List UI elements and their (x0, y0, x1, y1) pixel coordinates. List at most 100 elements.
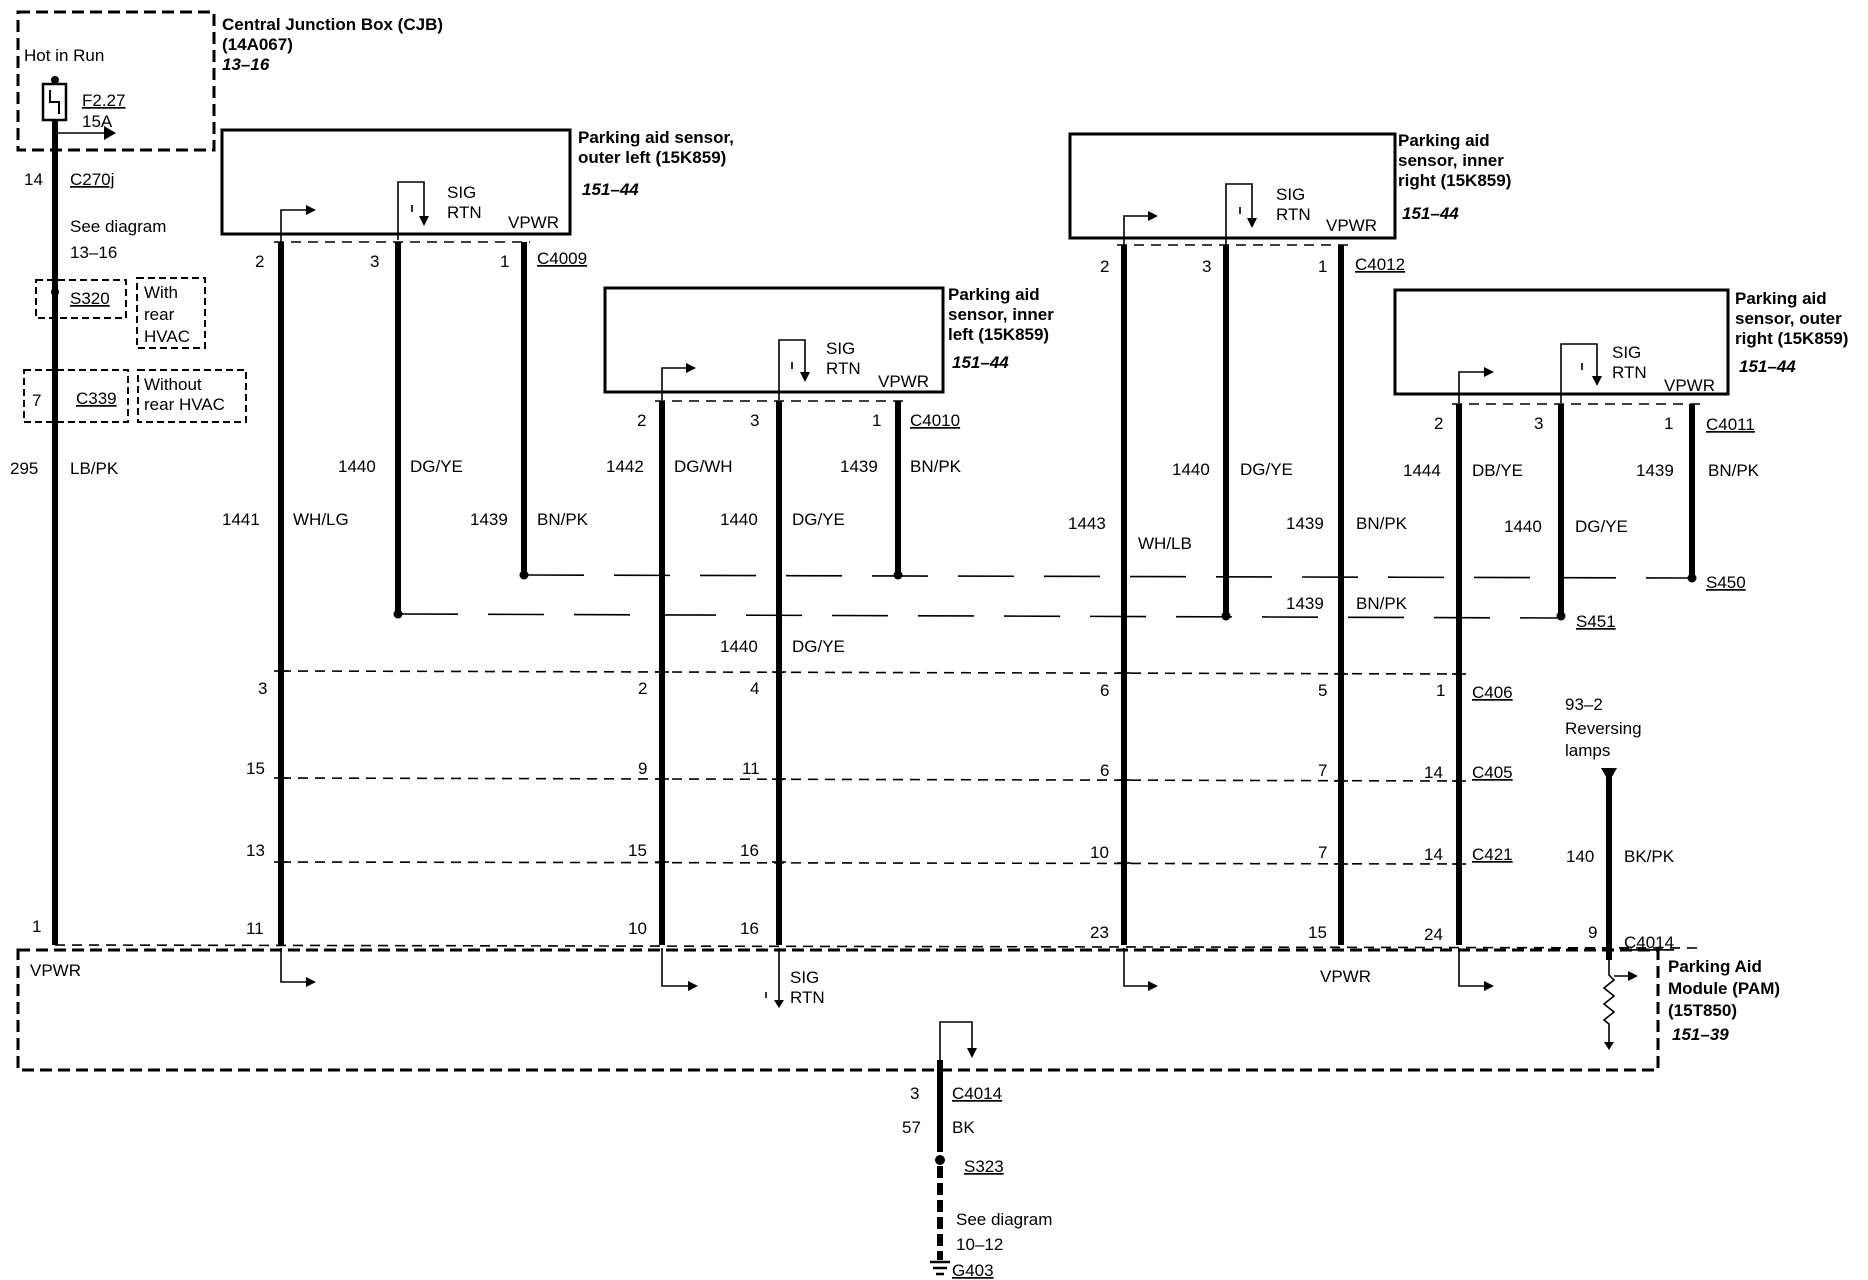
ground-feed-icon (939, 1021, 977, 1092)
c406-pin-d: 6 (1100, 681, 1109, 700)
c270j-pin: 14 (24, 170, 43, 189)
c270j-label: C270j (70, 170, 114, 189)
sensor-outer-left-rtn: RTN (447, 203, 482, 222)
s320-label: S320 (70, 289, 110, 308)
w-1439b-circuit: 1439 (840, 457, 878, 476)
c421-pin-b: 15 (628, 841, 647, 860)
sensor-outer-right-name-2: sensor, outer (1735, 309, 1842, 328)
sensor-inner-left: Parking aid sensor, inner left (15K859) … (603, 285, 1054, 945)
pam-name-1: Parking Aid (1668, 957, 1762, 976)
sensor-inner-left-name-3: left (15K859) (948, 325, 1049, 344)
pam-name-2: Module (PAM) (1668, 979, 1780, 998)
g403-label: G403 (952, 1261, 994, 1280)
cjb-part: (14A067) (222, 35, 293, 54)
c406-pin-b: 2 (638, 679, 647, 698)
cjb-title: Central Junction Box (CJB) (222, 15, 443, 34)
sensor-inner-right: Parking aid sensor, inner right (15K859)… (1068, 131, 1511, 945)
inline-connectors: 3 2 4 6 5 1 C406 15 9 11 6 7 14 C405 13 … (54, 670, 1701, 952)
sensor-outer-right-pin2: 2 (1434, 414, 1443, 433)
ground-see-diagram: See diagram (956, 1210, 1052, 1229)
w-1443-circuit: 1443 (1068, 514, 1106, 533)
c405-pin-c: 11 (742, 759, 760, 778)
c4014-pin-f: 15 (1308, 923, 1327, 942)
c421-label: C421 (1472, 845, 1513, 864)
connector-ticks (274, 670, 1466, 865)
w-1444-circuit: 1444 (1403, 461, 1441, 480)
c406-pin-a: 3 (258, 679, 267, 698)
sensor-outer-left-pin1: 1 (500, 252, 509, 271)
reversing-line-1: Reversing (1565, 719, 1642, 738)
see-diagram-text: See diagram (70, 217, 166, 236)
c339-label: C339 (76, 389, 117, 408)
ground-wire-color: BK (952, 1118, 975, 1137)
w-1440a-circuit: 1440 (338, 457, 376, 476)
sensor-inner-right-ref: 151–44 (1402, 204, 1459, 223)
sensor-outer-right-pin1: 1 (1664, 414, 1673, 433)
sensor-outer-left-ref: 151–44 (582, 180, 639, 199)
c4014-pin-c: 10 (628, 919, 647, 938)
sensor-inner-right-connector: C4012 (1355, 255, 1405, 274)
ground-see-ref: 10–12 (956, 1235, 1003, 1254)
w-1440e-color: DG/YE (1575, 517, 1628, 536)
w-1439c-color: BN/PK (1356, 514, 1408, 533)
ground-pin: 3 (910, 1084, 919, 1103)
c405-pin-b: 9 (638, 759, 647, 778)
sensor-outer-right-pin3: 3 (1534, 414, 1543, 433)
c421-pin-c: 16 (740, 841, 759, 860)
sensor-outer-left-connector: C4009 (537, 249, 587, 268)
sensor-outer-right-name-3: right (15K859) (1735, 329, 1848, 348)
fuse-amps: 15A (82, 112, 113, 131)
fuse-icon (41, 82, 68, 122)
sensor-inner-left-sig: SIG (826, 339, 855, 358)
cjb-ref: 13–16 (222, 55, 270, 74)
w-1442-circuit: 1442 (606, 457, 644, 476)
ground-circuit: 3 C4014 57 BK S323 See diagram 10–12 G40… (902, 1060, 1052, 1280)
sensor-inner-right-name-3: right (15K859) (1398, 171, 1511, 190)
splice-buses: S450 S451 (401, 573, 1746, 631)
without-rear-hvac-2: rear HVAC (144, 395, 225, 414)
c405-pin-a: 15 (246, 759, 265, 778)
sensor-outer-left-sig: SIG (447, 183, 476, 202)
pam-ref: 151–39 (1672, 1025, 1729, 1044)
sensor-inner-right-name-1: Parking aid (1398, 131, 1490, 150)
w-1439d-circuit: 1439 (1286, 594, 1324, 613)
c4014-pin-h: 9 (1588, 923, 1597, 942)
w-1440c-color: DG/YE (792, 637, 845, 656)
c4014-pin-b: 11 (246, 919, 264, 938)
sensor-inner-left-name-1: Parking aid (948, 285, 1040, 304)
resistor-icon (1602, 960, 1638, 1050)
c406-pin-f: 1 (1436, 681, 1445, 700)
w-1440a-color: DG/YE (410, 457, 463, 476)
w-1440e-circuit: 1440 (1504, 517, 1542, 536)
ground-symbol-icon (765, 948, 784, 1008)
ground-circuit-number: 57 (902, 1118, 921, 1137)
left-power-wire: 14 C270j See diagram 13–16 S320 With rea… (10, 120, 247, 945)
with-rear-hvac-2: rear (144, 305, 175, 324)
pam-rtn: RTN (790, 988, 825, 1007)
reversing-ref: 93–2 (1565, 695, 1603, 714)
w-1439e-color: BN/PK (1708, 461, 1760, 480)
w-1439e-circuit: 1439 (1636, 461, 1674, 480)
s451-label: S451 (1576, 612, 1616, 631)
without-rear-hvac-1: Without (144, 375, 202, 394)
arrow-down-icon (1601, 768, 1617, 782)
c421-pin-a: 13 (246, 841, 265, 860)
reversing-lamps-feed: 93–2 Reversing lamps 140 BK/PK (1565, 695, 1675, 960)
sensor-inner-right-sig: SIG (1276, 185, 1305, 204)
sensor-inner-left-rtn: RTN (826, 359, 861, 378)
sensor-outer-right-vpwr: VPWR (1664, 376, 1715, 395)
sensor-inner-left-connector: C4010 (910, 411, 960, 430)
left-wire-circuit: 295 (10, 459, 38, 478)
sensor-outer-left: Parking aid sensor, outer left (15K859) … (220, 128, 734, 945)
sensor-outer-left-name-1: Parking aid sensor, (578, 128, 734, 147)
sensor-outer-left-name-2: outer left (15K859) (578, 148, 726, 167)
sensor-inner-left-name-2: sensor, inner (948, 305, 1054, 324)
sensor-outer-left-vpwr: VPWR (508, 213, 559, 232)
sensor-inner-right-rtn: RTN (1276, 205, 1311, 224)
pam-part: (15T850) (1668, 1001, 1737, 1020)
c405-pin-f: 14 (1424, 763, 1443, 782)
c405-pin-e: 7 (1318, 761, 1327, 780)
c4014-label: C4014 (1624, 933, 1674, 952)
c4014-pin-d: 16 (740, 919, 759, 938)
sensor-outer-right-ref: 151–44 (1739, 357, 1796, 376)
